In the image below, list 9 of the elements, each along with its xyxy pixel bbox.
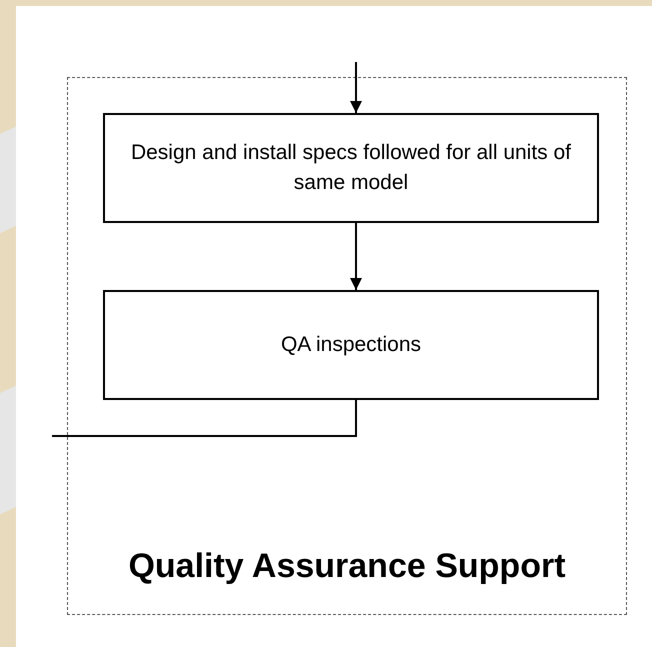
process-box <box>103 113 599 223</box>
arrow <box>350 62 362 113</box>
box-text: QA inspections <box>280 332 422 358</box>
box-text: Design and install specs followed for all units of same model <box>130 140 572 196</box>
arrow <box>350 223 362 290</box>
process-box <box>103 290 599 400</box>
connector-line <box>52 400 357 437</box>
dashed-group-box <box>67 77 627 615</box>
group-heading: Quality Assurance Support <box>127 546 567 586</box>
